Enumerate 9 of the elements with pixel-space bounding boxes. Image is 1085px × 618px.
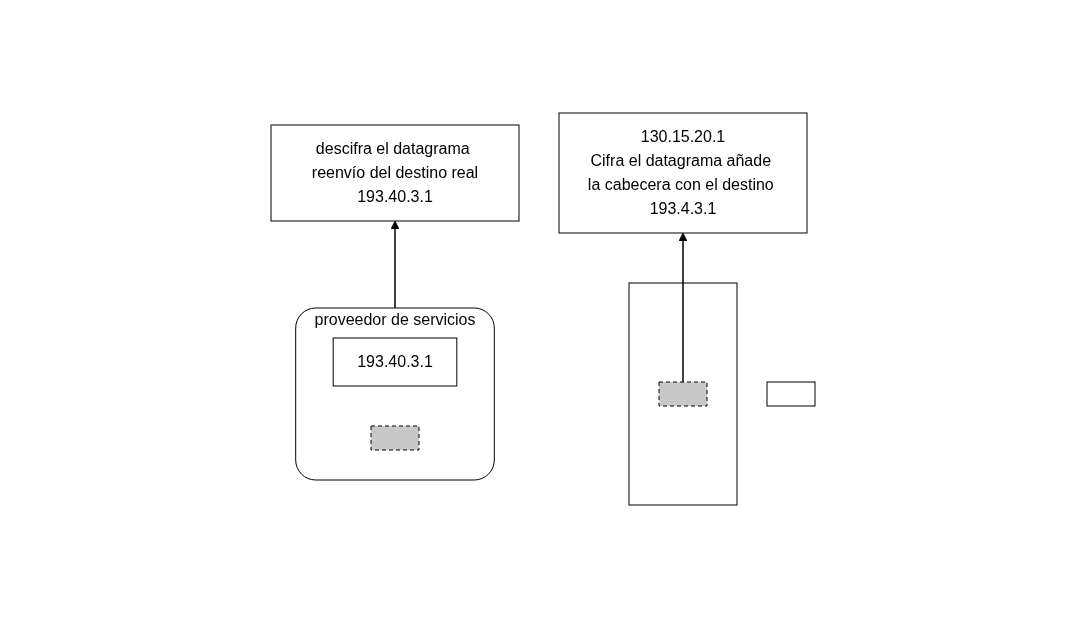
node-box: descifra el datagrama reenvío del destino real 193.40.3.1 <box>270 124 519 222</box>
node-box <box>766 381 815 407</box>
node-box <box>370 425 419 451</box>
arrow <box>390 220 399 309</box>
node-box <box>658 381 707 407</box>
cluster <box>628 282 737 506</box>
node-box: 130.15.20.1 Cifra el datagrama añade la cabecera con el destino 193.4.3.1 <box>558 112 807 234</box>
arrow <box>678 232 687 383</box>
node-box: 193.40.3.1 <box>332 337 457 387</box>
